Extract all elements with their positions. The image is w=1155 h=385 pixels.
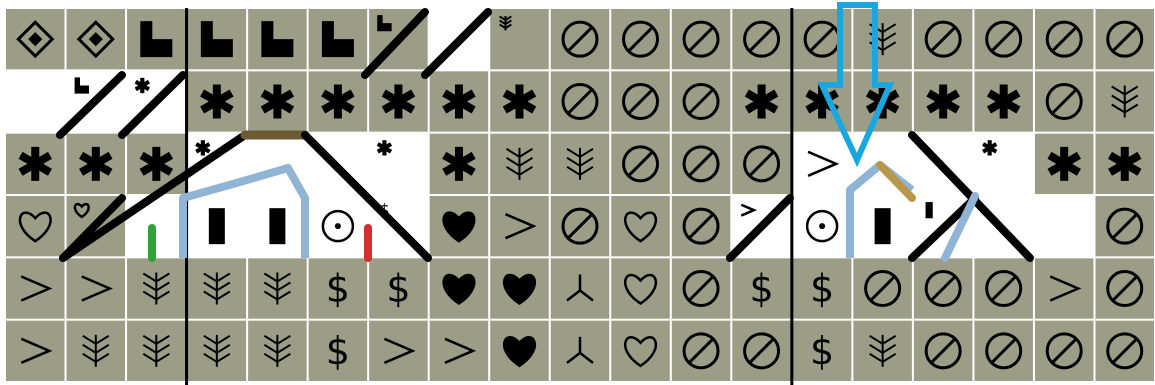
chart-cell bbox=[611, 321, 670, 381]
dollar-icon: $ bbox=[326, 329, 350, 373]
dollar-icon: $ bbox=[749, 267, 773, 311]
chart-cell bbox=[6, 71, 65, 131]
chart-symbol: $ bbox=[810, 267, 834, 311]
chart-cell bbox=[369, 134, 428, 194]
chart-cell bbox=[6, 258, 65, 318]
chart-cell bbox=[611, 258, 670, 318]
chart-cell bbox=[6, 196, 65, 256]
chart-cell bbox=[430, 321, 489, 381]
chart-cell bbox=[369, 321, 428, 381]
chart-cell bbox=[1035, 258, 1094, 318]
dotted-circle-icon bbox=[819, 223, 825, 229]
chart-cell bbox=[793, 134, 852, 194]
rectangle-icon bbox=[875, 208, 891, 244]
chart-symbol bbox=[926, 202, 933, 218]
chart-cell bbox=[67, 258, 126, 318]
chart-symbol: $ bbox=[386, 267, 410, 311]
dollar-icon: $ bbox=[386, 267, 410, 311]
chart-symbol: $ bbox=[326, 329, 350, 373]
chart-symbol bbox=[209, 208, 225, 244]
chart-symbol: $ bbox=[749, 267, 773, 311]
chart-cell bbox=[490, 9, 549, 69]
chart-symbol bbox=[269, 208, 285, 244]
chart-cell bbox=[1035, 196, 1094, 256]
rectangle-icon bbox=[926, 202, 933, 218]
chart-cell bbox=[490, 196, 549, 256]
rectangle-icon bbox=[209, 208, 225, 244]
chart-symbol: $ bbox=[810, 329, 834, 373]
chart-cell bbox=[6, 321, 65, 381]
rectangle-icon bbox=[269, 208, 285, 244]
dotted-circle-icon bbox=[335, 223, 341, 229]
chart-cell bbox=[974, 134, 1033, 194]
chart-cell bbox=[611, 196, 670, 256]
dollar-icon: $ bbox=[810, 329, 834, 373]
dollar-icon: $ bbox=[810, 267, 834, 311]
chart-symbol bbox=[875, 208, 891, 244]
dollar-icon: $ bbox=[326, 267, 350, 311]
chart-symbol: $ bbox=[326, 267, 350, 311]
